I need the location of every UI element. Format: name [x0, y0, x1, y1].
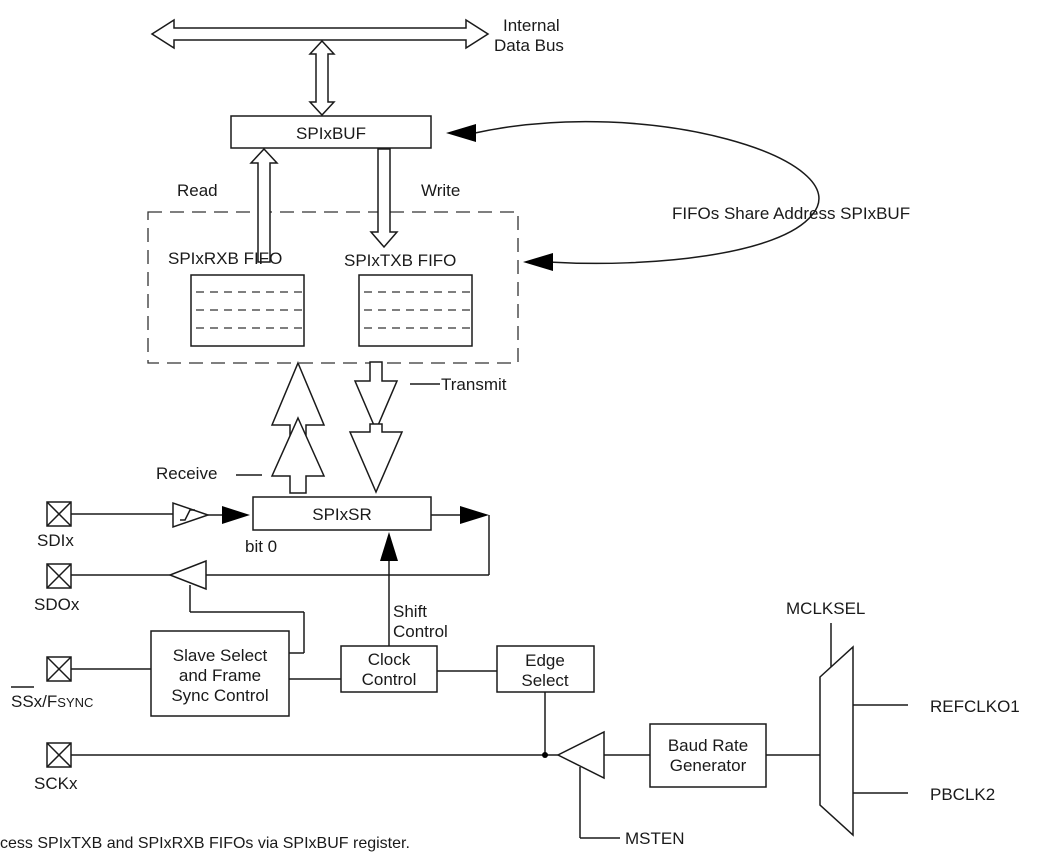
- transmit-label: Transmit: [441, 375, 507, 394]
- transmit-arrow-2: [348, 423, 404, 494]
- baud-rate-label-1: Baud Rate: [668, 736, 748, 755]
- shift-control-arrowhead: [380, 532, 398, 561]
- sck-pin-label: SCKx: [34, 774, 78, 793]
- txb-fifo-label: SPIxTXB FIFO: [344, 251, 456, 270]
- sdo-pin-icon: [46, 563, 72, 589]
- internal-data-bus-label-2: Data Bus: [494, 36, 564, 55]
- ss-pin-label: SSx/FSYNC: [11, 692, 93, 711]
- fifo-share-curve: [474, 120, 820, 265]
- baud-rate-box: [649, 723, 767, 788]
- sck-driver-buffer: [556, 730, 605, 780]
- spixsr-box: [252, 496, 432, 531]
- fifo-enclosure: [147, 211, 519, 364]
- sr-output-arrowhead: [460, 506, 489, 524]
- read-arrow: [249, 147, 279, 263]
- spixbuf-box: [230, 115, 432, 149]
- clock-control-label-2: Control: [362, 670, 417, 689]
- clock-mux: [819, 645, 854, 837]
- bit0-label: bit 0: [245, 537, 277, 556]
- receive-label: Receive: [156, 464, 217, 483]
- sdo-pin-label: SDOx: [34, 595, 80, 614]
- fifo-share-arrowhead-bottom: [523, 253, 553, 271]
- write-arrow: [369, 148, 399, 249]
- clock-control-label-1: Clock: [368, 650, 411, 669]
- write-label: Write: [421, 181, 460, 200]
- msten-label: MSTEN: [625, 829, 685, 848]
- pbclk2-label: PBCLK2: [930, 785, 995, 804]
- shift-control-label-1: Shift: [393, 602, 427, 621]
- slave-select-label-1: Slave Select: [173, 646, 268, 665]
- rxb-fifo-label: SPIxRXB FIFO: [168, 249, 282, 268]
- edge-select-label-1: Edge: [525, 651, 565, 670]
- fifos-share-label: FIFOs Share Address SPIxBUF: [672, 204, 910, 223]
- sdi-pin-icon: [46, 501, 72, 527]
- spixbuf-label: SPIxBUF: [296, 124, 366, 143]
- sdi-schmitt-buffer: [172, 501, 211, 529]
- read-label: Read: [177, 181, 218, 200]
- transmit-arrow: [353, 361, 399, 432]
- fifo-share-arrowhead-top: [446, 124, 476, 142]
- slave-select-box: [150, 630, 290, 717]
- slave-select-label-3: Sync Control: [171, 686, 268, 705]
- receive-arrow-bottom: [270, 416, 326, 494]
- clock-control-box: [340, 645, 438, 693]
- refclko1-label: REFCLKO1: [930, 697, 1020, 716]
- internal-data-bus-label-1: Internal: [503, 16, 560, 35]
- bus-to-buf-arrow: [308, 39, 336, 117]
- sdi-pin-label: SDIx: [37, 531, 74, 550]
- spixsr-label: SPIxSR: [312, 505, 372, 524]
- baud-rate-label-2: Generator: [670, 756, 747, 775]
- shift-control-label-2: Control: [393, 622, 448, 641]
- sck-pin-icon: [46, 742, 72, 768]
- ss-pin-icon: [46, 656, 72, 682]
- footnote: cess SPIxTXB and SPIxRXB FIFOs via SPIxB…: [0, 835, 410, 852]
- sck-junction-dot: [542, 752, 548, 758]
- mclksel-label: MCLKSEL: [786, 599, 865, 618]
- internal-data-bus-arrow: [150, 18, 490, 50]
- slave-select-label-2: and Frame: [179, 666, 261, 685]
- sdi-to-sr-arrowhead: [222, 506, 250, 524]
- sdo-output-buffer: [167, 559, 207, 591]
- edge-select-label-2: Select: [521, 671, 569, 690]
